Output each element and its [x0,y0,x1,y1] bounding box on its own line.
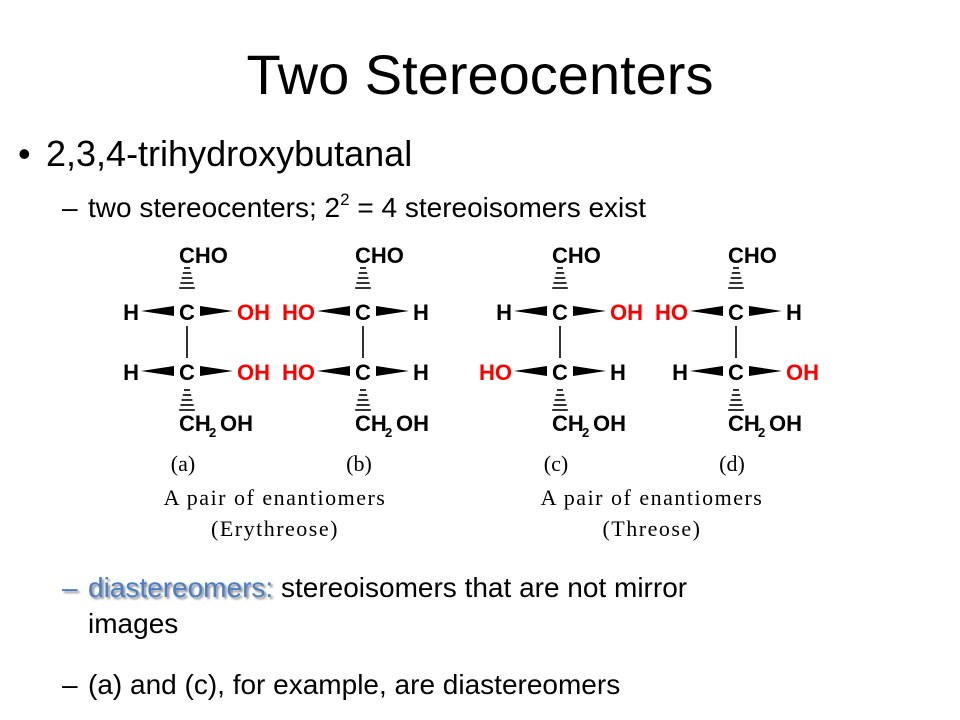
molecule-c-row1-right-label: OH [610,300,643,325]
slide-title: Two Stereocenters [246,43,714,106]
molecule-c-row1-left-wedge [514,306,547,316]
molecule-d-tail-oh-label: OH [769,411,802,436]
bullet-text: 2,3,4-trihydroxybutanal [46,133,413,174]
sub2-continuation: images [88,608,179,639]
molecule-b-letter-label: (b) [346,451,372,476]
sub-bullet-stereocenters: –two stereocenters; 22 = 4 stereoisomers… [62,190,646,226]
molecule-b-ch-label: CH [355,411,387,436]
bullet-main: • 2,3,4-trihydroxybutanal [18,130,412,178]
molecule-b-row1-left-label: HO [282,300,315,325]
molecule-b-c2-label: C [355,360,371,385]
molecule-c-c2-label: C [552,360,568,385]
sub-bullet-example: –(a) and (c), for example, are diastereo… [62,667,620,703]
molecule-a-ch2-subscript: 2 [209,425,216,440]
molecule-c-letter-label: (c) [544,451,568,476]
molecule-a-row1-left-label: H [123,300,139,325]
molecule-d-row1-right-wedge [749,306,782,316]
sub1-pre: two stereocenters; 2 [88,192,341,223]
molecule-a-row2-left-wedge [141,366,174,376]
molecule-a-row1-right-wedge [200,306,233,316]
molecule-a-ch-label: CH [179,411,211,436]
molecule-b-cho-label: CHO [355,243,404,268]
molecule-d-row1-right-label: H [786,300,802,325]
molecule-d-letter-label: (d) [719,451,745,476]
molecule-b-ch2-subscript: 2 [385,425,392,440]
molecule-d-row2-left-wedge [690,366,723,376]
molecule-d-ch-label: CH [728,411,760,436]
sub2-definition: stereoisomers that are not mirror [273,572,688,603]
molecule-a-cho-label: CHO [179,243,228,268]
molecule-b-row1-right-wedge [376,306,409,316]
molecule-c-ch-label: CH [552,411,584,436]
molecule-a-row1-right-label: OH [237,300,270,325]
threose-caption-line2: (Threose) [602,516,701,541]
sub-dash: – [62,192,78,223]
molecule-d-row2-right-wedge [749,366,782,376]
threose-caption-line1: A pair of enantiomers [541,485,764,510]
molecule-b-row2-right-label: H [413,360,429,385]
molecule-c-row2-left-label: HO [479,360,512,385]
molecule-b-row1-right-label: H [413,300,429,325]
sub1-post: = 4 stereoisomers exist [349,192,647,223]
molecule-b-tail-oh-label: OH [396,411,429,436]
molecule-a-c2-label: C [179,360,195,385]
molecule-d-row1-left-wedge [690,306,723,316]
molecule-a-row1-left-wedge [141,306,174,316]
erythreose-caption-line1: A pair of enantiomers [164,485,387,510]
molecule-d-cho-label: CHO [728,243,777,268]
bullet-dot: • [18,133,31,174]
molecule-c-c1-label: C [552,300,568,325]
molecule-b-row1-left-wedge [317,306,350,316]
sub3-text: (a) and (c), for example, are diastereom… [88,669,621,700]
molecule-c-row2-left-wedge [514,366,547,376]
molecule-b-row2-left-wedge [317,366,350,376]
molecule-c-cho-label: CHO [552,243,601,268]
molecule-c-row2-right-wedge [573,366,606,376]
molecule-b-row2-right-wedge [376,366,409,376]
molecule-a-tail-oh-label: OH [220,411,253,436]
sub1-exponent: 2 [340,190,350,209]
sub-dash: – [62,572,78,603]
molecule-d-c2-label: C [728,360,744,385]
molecule-a-row2-right-wedge [200,366,233,376]
molecule-c-row1-left-label: H [496,300,512,325]
molecule-a-row2-right-label: OH [237,360,270,385]
molecule-c-row1-right-wedge [573,306,606,316]
molecule-d-row1-left-label: HO [655,300,688,325]
molecule-d-row2-left-label: H [672,360,688,385]
molecule-a-c1-label: C [179,300,195,325]
molecule-d-row2-right-label: OH [786,360,819,385]
molecule-b-c1-label: C [355,300,371,325]
molecule-c-ch2-subscript: 2 [582,425,589,440]
molecule-a-row2-left-label: H [123,360,139,385]
sub-bullet-diastereomers: –diastereomers: stereoisomers that are n… [62,570,687,642]
molecule-b-row2-left-label: HO [282,360,315,385]
sub-dash: – [62,669,78,700]
diastereomers-term: diastereomers: [88,572,274,603]
molecule-c-row2-right-label: H [610,360,626,385]
erythreose-caption-line2: (Erythreose) [211,516,339,541]
molecule-c-tail-oh-label: OH [593,411,626,436]
molecule-d-c1-label: C [728,300,744,325]
molecule-a-letter-label: (a) [171,451,195,476]
molecule-d-ch2-subscript: 2 [758,425,765,440]
